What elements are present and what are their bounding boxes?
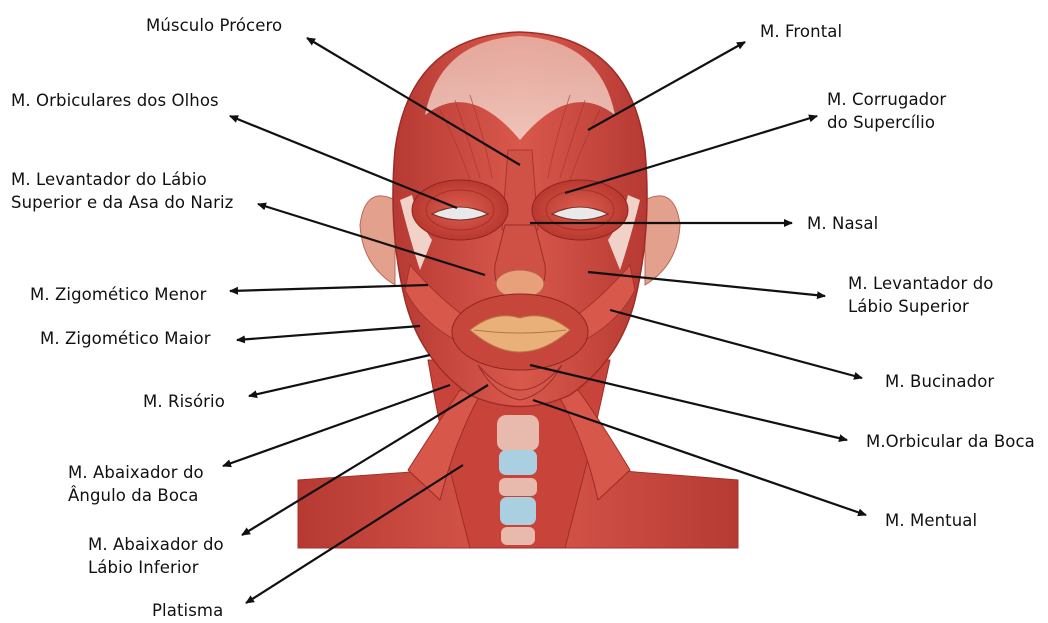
label-procero: Músculo Prócero [146, 14, 282, 37]
label-levantador-asa-line2: Superior e da Asa do Nariz [11, 191, 233, 214]
label-corrugador-line1: M. Corrugador [827, 88, 946, 111]
label-risorio: M. Risório [143, 390, 225, 413]
label-abaixador-labio: M. Abaixador do Lábio Inferior [88, 533, 224, 579]
label-levantador-superior-line1: M. Levantador do [848, 272, 993, 295]
label-frontal: M. Frontal [760, 20, 842, 43]
label-bucinador: M. Bucinador [885, 370, 994, 393]
label-zigomatico-menor: M. Zigomético Menor [30, 283, 207, 306]
label-mentual: M. Mentual [885, 509, 977, 532]
procerus [502, 150, 538, 230]
label-levantador-superior: M. Levantador do Lábio Superior [848, 272, 993, 318]
right-ear [645, 196, 680, 285]
label-corrugador: M. Corrugador do Supercílio [827, 88, 946, 134]
label-orbiculares-olhos: M. Orbiculares dos Olhos [11, 89, 219, 112]
label-levantador-asa: M. Levantador do Lábio Superior e da Asa… [11, 168, 233, 214]
label-levantador-asa-line1: M. Levantador do Lábio [11, 168, 233, 191]
label-zigomatico-maior: M. Zigomético Maior [40, 327, 211, 350]
label-abaixador-angulo-line1: M. Abaixador do [68, 461, 204, 484]
label-abaixador-angulo: M. Abaixador do Ângulo da Boca [68, 461, 204, 507]
label-levantador-superior-line2: Lábio Superior [848, 295, 993, 318]
label-orbicular-boca: M.Orbicular da Boca [866, 430, 1035, 453]
label-nasal: M. Nasal [807, 212, 878, 235]
label-abaixador-labio-line1: M. Abaixador do [88, 533, 224, 556]
label-abaixador-labio-line2: Lábio Inferior [88, 556, 224, 579]
label-abaixador-angulo-line2: Ângulo da Boca [68, 484, 204, 507]
label-corrugador-line2: do Supercílio [827, 111, 946, 134]
